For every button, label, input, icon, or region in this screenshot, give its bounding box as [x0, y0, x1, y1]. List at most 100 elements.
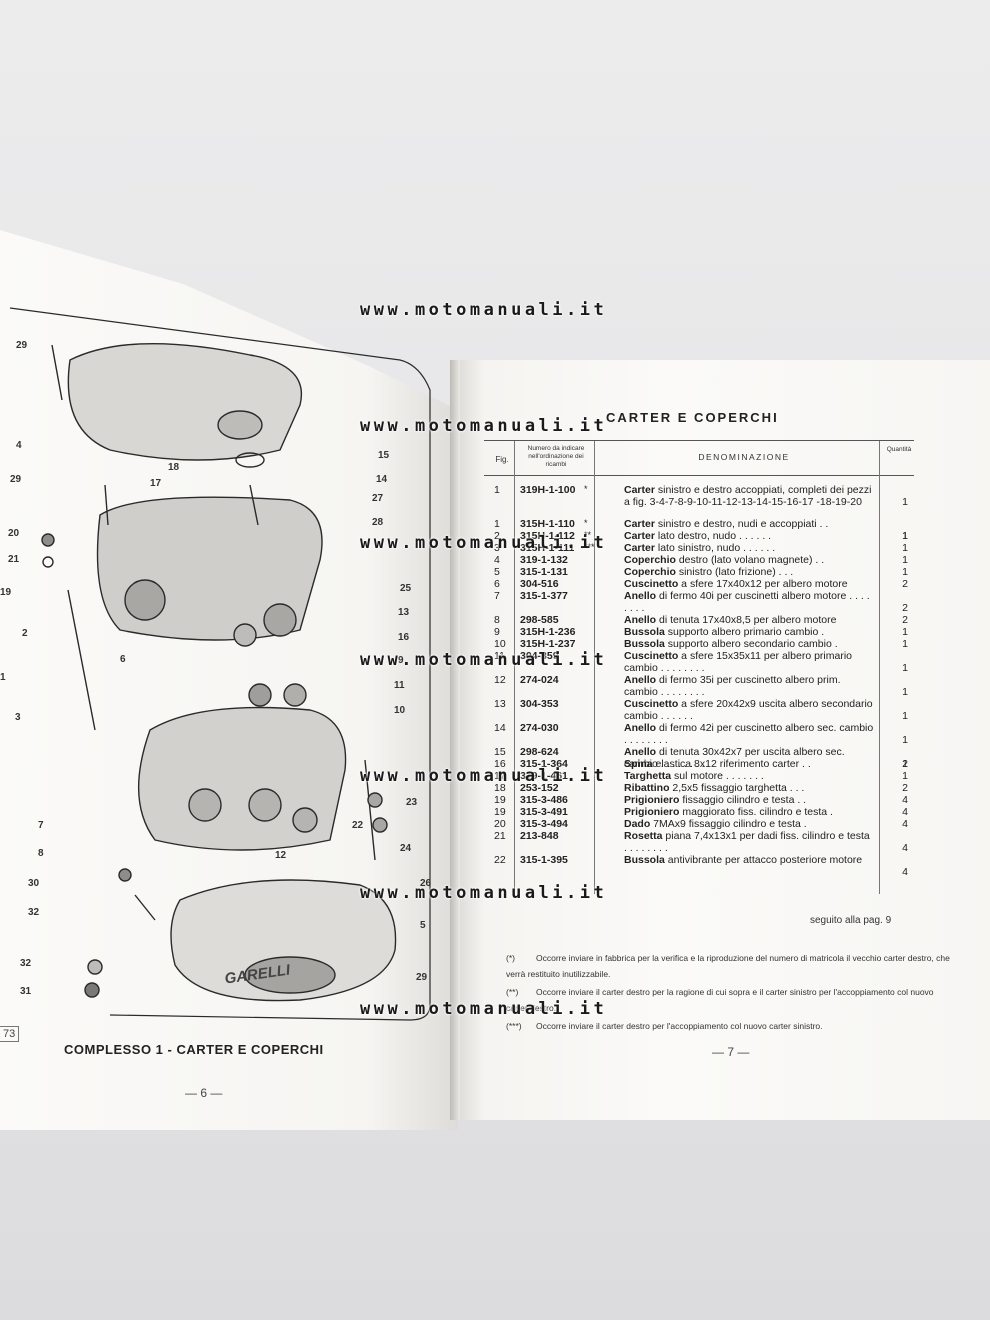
- row-quantity: 4: [902, 866, 908, 878]
- footnote-text: Occorre inviare il carter destro per la …: [506, 987, 934, 1013]
- row-item-detail: a sfere 17x40x12 per albero motore: [678, 578, 848, 590]
- row-fig: 16: [494, 758, 506, 770]
- row-item-detail: di fermo 42i per cuscinetto albero sec. …: [624, 722, 874, 746]
- row-item-detail: 2,5x5 fissaggio targhetta . . .: [669, 782, 805, 794]
- row-part-number: 304-516: [520, 578, 559, 590]
- row-item-name: Rosetta: [624, 830, 663, 842]
- row-fig: 19: [494, 806, 506, 818]
- row-quantity: 1: [902, 542, 908, 554]
- row-description: Cuscinetto a sfere 20x42x9 uscita albero…: [624, 698, 874, 722]
- row-description: Prigioniero fissaggio cilindro e testa .…: [624, 794, 874, 806]
- row-fig: 22: [494, 854, 506, 866]
- row-description: Anello di tenuta 17x40x8,5 per albero mo…: [624, 614, 874, 626]
- callout-label: 31: [20, 986, 32, 997]
- row-item-name: Bussola: [624, 626, 665, 638]
- row-part-number: 319-1-461: [520, 770, 568, 782]
- callout-label: 15: [378, 450, 390, 461]
- row-quantity: 1: [902, 686, 908, 698]
- footnote: (***) Occorre inviare il carter destro pe…: [506, 1018, 956, 1034]
- callout-label: 19: [0, 587, 12, 598]
- watermark: www.motomanuali.it: [360, 883, 608, 903]
- row-fig: 7: [494, 590, 500, 602]
- row-description: Dado 7MAx9 fissaggio cilindro e testa .: [624, 818, 874, 830]
- row-fig: 15: [494, 746, 506, 758]
- footnote-text: Occorre inviare in fabbrica per la verif…: [506, 953, 950, 979]
- row-description: Carter lato destro, nudo . . . . . .: [624, 530, 874, 542]
- row-fig: 21: [494, 830, 506, 842]
- watermark: www.motomanuali.it: [360, 650, 608, 670]
- callout-label: 27: [372, 493, 384, 504]
- callout-label: 32: [20, 958, 32, 969]
- callout-label: 2: [22, 628, 28, 639]
- row-item-detail: antivibrante per attacco posteriore moto…: [664, 854, 863, 866]
- row-fig: 20: [494, 818, 506, 830]
- drawing-code: 73: [0, 1026, 20, 1042]
- row-fig: 17: [494, 770, 506, 782]
- row-description: Carter sinistro e destro, nudi e accoppi…: [624, 518, 874, 530]
- row-fig: 14: [494, 722, 506, 734]
- row-quantity: 1: [902, 554, 908, 566]
- row-description: Ribattino 2,5x5 fissaggio targhetta . . …: [624, 782, 874, 794]
- row-item-name: Anello: [624, 722, 657, 734]
- callout-label: 29: [10, 474, 22, 485]
- left-crankcase: [137, 706, 347, 851]
- footnote-text: Occorre inviare il carter destro per l'a…: [536, 1021, 823, 1031]
- row-quantity: 4: [902, 794, 908, 806]
- callout-label: 17: [150, 478, 162, 489]
- row-fig: 3: [494, 542, 500, 554]
- row-part-number: 315H-1-237: [520, 638, 576, 650]
- row-item-name: Anello: [624, 746, 657, 758]
- callout-label: 29: [416, 972, 428, 983]
- row-item-name: Carter: [624, 484, 655, 496]
- row-part-number: 298-624: [520, 746, 559, 758]
- row-description: Bussola supporto albero secondario cambi…: [624, 638, 874, 650]
- row-part-number: 315H-1-112: [520, 530, 575, 542]
- callout-label: 12: [275, 850, 287, 861]
- row-note-mark: *: [584, 518, 588, 528]
- row-note-mark: **: [584, 530, 592, 540]
- book-gutter: [450, 360, 460, 1120]
- row-item-name: Ribattino: [624, 782, 670, 794]
- row-quantity: 1: [902, 770, 908, 782]
- row-item-detail: di fermo 35i per cuscinetto albero prim.…: [624, 674, 841, 698]
- callout-label: 7: [38, 820, 44, 831]
- callout-label: 10: [394, 705, 406, 716]
- row-fig: 1: [494, 518, 500, 530]
- row-part-number: 315H-1-111: [520, 542, 575, 554]
- row-quantity: 4: [902, 806, 908, 818]
- continued-note: seguito alla pag. 9: [810, 915, 892, 926]
- callout-label: 23: [406, 797, 418, 808]
- footnote-mark: (***): [506, 1021, 522, 1031]
- row-item-detail: a sfere 15x35x11 per albero primario cam…: [624, 650, 852, 674]
- callout-label: 6: [120, 654, 126, 665]
- row-item-detail: 7MAx9 fissaggio cilindro e testa .: [650, 818, 807, 830]
- row-item-name: Cuscinetto: [624, 578, 679, 590]
- callout-label: 32: [28, 907, 40, 918]
- row-part-number: 315-1-131: [520, 566, 568, 578]
- row-quantity: 2: [902, 578, 908, 590]
- row-quantity: 1: [902, 662, 908, 674]
- row-item-detail: sul motore . . . . . . .: [671, 770, 764, 782]
- callout-label: 18: [168, 462, 180, 473]
- row-fig: 10: [494, 638, 506, 650]
- row-fig: 9: [494, 626, 500, 638]
- row-item-name: Prigioniero: [624, 806, 680, 818]
- row-item-name: Coperchio: [624, 554, 676, 566]
- row-item-detail: di tenuta 30x42x7 per uscita albero sec.…: [624, 746, 845, 770]
- row-item-name: Carter: [624, 518, 655, 530]
- left-page-footer-title: COMPLESSO 1 - CARTER E COPERCHI: [64, 1042, 324, 1057]
- row-part-number: 274-030: [520, 722, 559, 734]
- row-item-detail: lato destro, nudo . . . . . .: [654, 530, 772, 542]
- row-quantity: 1: [902, 530, 908, 542]
- row-part-number: 315-3-486: [520, 794, 568, 806]
- row-part-number: 304-353: [520, 698, 559, 710]
- callout-label: 9: [398, 655, 404, 666]
- callout-label: 1: [0, 672, 6, 683]
- row-fig: 5: [494, 566, 500, 578]
- row-item-name: Cuscinetto: [624, 650, 679, 662]
- row-quantity: 2: [902, 758, 908, 770]
- row-description: Prigioniero maggiorato fiss. cilindro e …: [624, 806, 874, 818]
- row-item-detail: sinistro (lato frizione) . . .: [675, 566, 794, 578]
- row-part-number: 319H-1-100: [520, 484, 576, 496]
- left-page-number: — 6 —: [185, 1086, 223, 1100]
